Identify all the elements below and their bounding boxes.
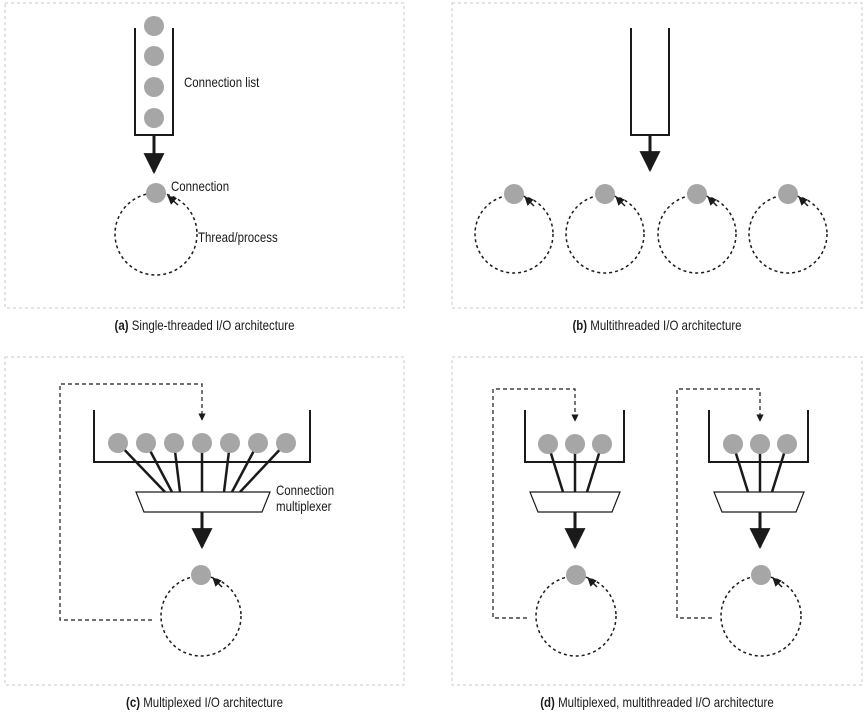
connection-circle (108, 433, 128, 453)
connection-list-container (630, 28, 670, 136)
caption-c-text: Multiplexed I/O architecture (143, 694, 283, 710)
connection-circle (504, 184, 524, 204)
thread-loop (565, 194, 645, 274)
caption-d-letter: (d) (540, 694, 555, 710)
connection-multiplexer (135, 491, 271, 513)
thread-loop (114, 192, 198, 276)
caption-a-letter: (a) (114, 317, 129, 333)
caption-b-letter: (b) (572, 317, 588, 333)
thread-process-label: Thread/process (198, 229, 278, 245)
connection-circle (723, 434, 743, 454)
panel-b-frame (451, 2, 863, 309)
connection-circle (538, 434, 558, 454)
connection-circle (687, 184, 707, 204)
caption-c-letter: (c) (126, 694, 141, 710)
connection-list-label: Connection list (184, 74, 260, 90)
active-connection-circle (566, 565, 586, 585)
connection-circle (248, 433, 268, 453)
caption-a-text: Single-threaded I/O architecture (131, 317, 295, 333)
caption-b: (b) Multithreaded I/O architecture (530, 317, 784, 333)
caption-c: (c) Multiplexed I/O architecture (79, 694, 329, 710)
thread-loop (748, 194, 828, 274)
panel-c-diagram (59, 383, 311, 657)
connection-circle (144, 77, 164, 97)
connection-circle (778, 184, 798, 204)
feedback-path (492, 388, 579, 619)
connection-circle (144, 16, 164, 36)
connection-circle (565, 434, 585, 454)
caption-a: (a) Single-threaded I/O architecture (79, 317, 329, 333)
active-connection-circle (146, 183, 166, 203)
connection-circle (144, 46, 164, 66)
connection-pool-container (708, 410, 809, 463)
connection-circle (750, 434, 770, 454)
panel-d-frame (451, 356, 863, 686)
thread-loop (720, 575, 802, 657)
connection-circle (164, 433, 184, 453)
panel-d-diagram (492, 388, 809, 657)
panel-a-frame (4, 2, 405, 309)
active-connection-circle (751, 565, 771, 585)
caption-b-text: Multithreaded I/O architecture (590, 317, 742, 333)
feedback-path (676, 388, 764, 619)
thread-loop-arrowhead (167, 195, 179, 206)
thread-loop (657, 194, 737, 274)
panel-a-diagram (114, 16, 198, 276)
multiplexer-label-line1: Connection (276, 482, 335, 498)
connection-circle (192, 433, 212, 453)
connection-circle (777, 434, 797, 454)
multiplexer-label-line2: multiplexer (276, 498, 332, 514)
thread-loop (535, 575, 617, 657)
thread-loop (474, 194, 554, 274)
caption-d-text: Multiplexed, multithreaded I/O architect… (558, 694, 774, 710)
connection-label: Connection (171, 178, 230, 194)
connection-circle (136, 433, 156, 453)
connection-multiplexer (529, 491, 621, 513)
connection-multiplexer (713, 491, 805, 513)
connection-circle (592, 434, 612, 454)
connection-circle (144, 108, 164, 128)
thread-loop (160, 575, 242, 657)
panel-b-diagram (474, 28, 828, 274)
connection-circle (595, 184, 615, 204)
connection-circle (220, 433, 240, 453)
caption-d: (d) Multiplexed, multithreaded I/O archi… (505, 694, 808, 710)
connection-circle (276, 433, 296, 453)
active-connection-circle (191, 565, 211, 585)
panel-c-frame (4, 356, 405, 686)
